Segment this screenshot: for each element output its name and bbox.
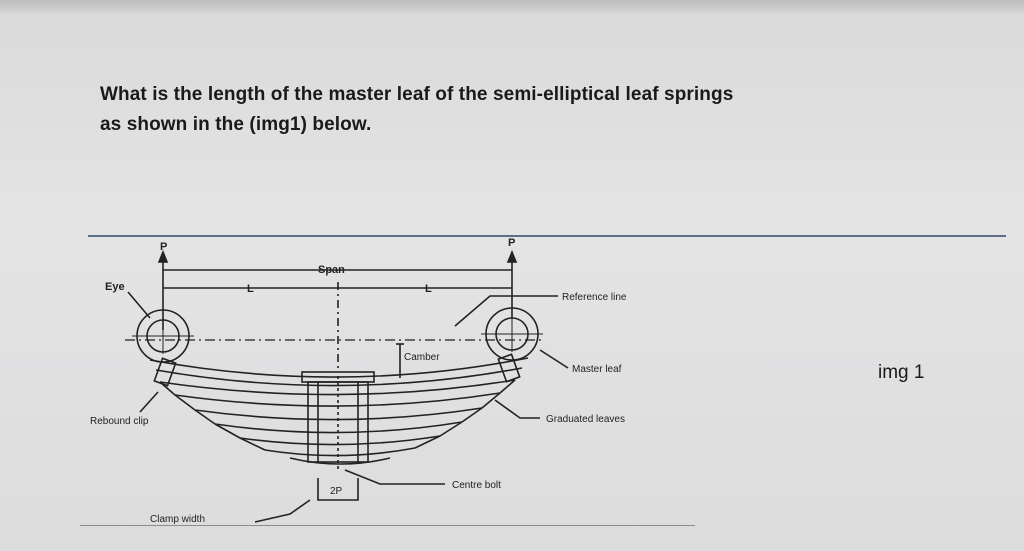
graduated-leaf-5 xyxy=(239,435,441,446)
master-leaf xyxy=(149,357,529,378)
question-text: What is the length of the master leaf of… xyxy=(100,80,980,140)
leaf-end-left-2 xyxy=(174,394,196,411)
question-line-1: What is the length of the master leaf of… xyxy=(100,84,734,105)
leaf-end-right-3 xyxy=(461,407,483,423)
graduated-leaf-4 xyxy=(214,421,463,434)
label-load-right: P xyxy=(508,237,515,249)
leaf-end-right-5 xyxy=(414,435,441,449)
label-reference-line: Reference line xyxy=(562,292,627,303)
leaf-end-left-4 xyxy=(214,423,241,439)
graduated-leaves-leader xyxy=(494,399,540,419)
label-load-left: P xyxy=(160,241,167,253)
rebound-clip-right xyxy=(497,353,521,383)
eye-leader xyxy=(127,291,151,319)
label-clamp-width: Clamp width xyxy=(150,514,205,525)
reference-line-leader xyxy=(454,295,558,327)
label-span: Span xyxy=(318,264,345,276)
label-rebound-clip: Rebound clip xyxy=(90,416,149,427)
label-half-right: L xyxy=(425,283,432,295)
label-half-left: L xyxy=(247,283,254,295)
graduated-leaf-3 xyxy=(194,407,483,421)
question-line-2: as shown in the (img1) below. xyxy=(100,114,372,135)
figure-top-rule xyxy=(88,235,1006,237)
label-graduated-leaves: Graduated leaves xyxy=(546,414,625,425)
bolt-width-bracket xyxy=(317,478,359,501)
rebound-clip-left xyxy=(153,357,177,387)
clamp-width-leader xyxy=(254,499,311,523)
label-bolt-width: 2P xyxy=(330,486,343,497)
rebound-clip-leader xyxy=(139,391,159,413)
label-camber: Camber xyxy=(404,352,440,363)
graduated-leaf-2 xyxy=(174,392,501,407)
leaf-pack-bottom xyxy=(289,457,391,465)
leaf-end-right-4 xyxy=(439,421,463,437)
label-eye: Eye xyxy=(105,281,125,293)
figure-caption: img 1 xyxy=(878,362,925,383)
label-master-leaf: Master leaf xyxy=(572,364,622,375)
leaf-end-right-2 xyxy=(481,392,501,409)
label-centre-bolt: Centre bolt xyxy=(452,480,501,491)
graduated-leaf-6 xyxy=(264,447,416,457)
master-leaf-inner xyxy=(155,367,523,387)
leaf-end-right-1 xyxy=(499,379,516,394)
master-leaf-leader xyxy=(539,349,569,369)
figure-bottom-rule xyxy=(80,525,695,526)
load-arrow-left-head xyxy=(157,249,169,263)
load-arrow-right-head xyxy=(506,249,518,263)
leaf-end-left-3 xyxy=(194,409,216,425)
leaf-end-left-5 xyxy=(239,437,266,451)
centre-bolt-leader xyxy=(344,469,445,485)
window-top-bar xyxy=(0,0,1024,14)
